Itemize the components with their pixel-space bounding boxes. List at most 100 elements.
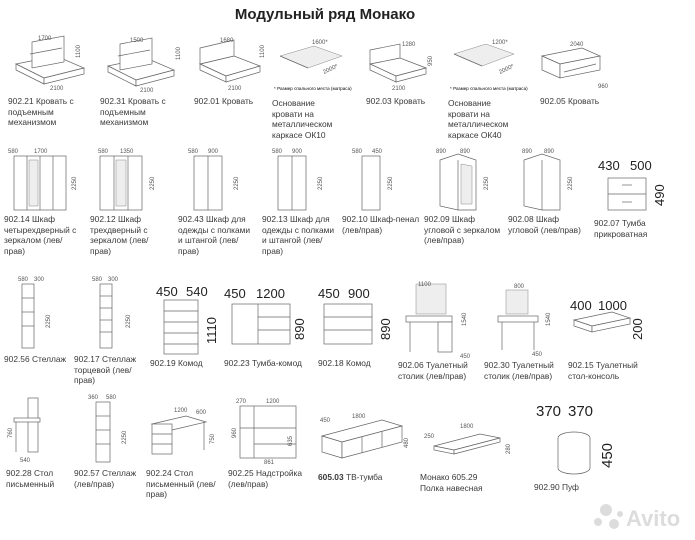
svg-text:2040: 2040 [570,42,584,48]
pouf-drawing: 370 370 450 [536,403,616,475]
catalog-item: 760 540 902.28 Стол письменный [6,392,68,489]
svg-text:890: 890 [436,149,447,155]
shelf-drawing: 360 580 2250 [88,395,128,463]
svg-text:270: 270 [236,399,247,405]
svg-text:1100: 1100 [418,282,432,288]
chest-drawing: 450 1200 890 [224,286,307,345]
catalog-item: 1500 2100 1100 902.31 Кровать с подъемны… [100,34,184,128]
svg-text:580: 580 [188,149,199,155]
catalog-item: 890 890 2250 902.08 Шкаф угловой (лев/пр… [508,146,590,235]
item-caption: 902.14 Шкаф четырехдверный с зеркалом (л… [4,214,77,256]
svg-text:540: 540 [186,284,208,299]
svg-text:1200: 1200 [256,286,285,301]
svg-text:360: 360 [88,395,99,401]
svg-text:2100: 2100 [50,86,64,92]
catalog-item: 1700 2100 1100 902.21 Кровать с подъемны… [8,34,90,128]
svg-text:2000*: 2000* [498,63,515,75]
catalog-item: 450 1800 480 605.03 ТВ-тумба [318,404,412,483]
svg-text:1700: 1700 [34,149,48,155]
svg-text:890: 890 [522,149,533,155]
svg-text:580: 580 [8,149,19,155]
catalog-item: 1200* 2000* * Размер спального места (ма… [448,34,528,140]
item-caption: 902.12 Шкаф трехдверный с зеркалом (лев/… [90,214,149,256]
item-caption: 902.03 Кровать [366,96,426,106]
wall-shelf-drawing: 250 1800 280 [424,424,512,455]
svg-text:1110: 1110 [204,317,219,344]
svg-text:300: 300 [108,277,119,283]
item-caption: 902.09 Шкаф угловой с зеркалом (лев/прав… [424,214,501,245]
catalog-item: 270 1200 960 861 635 902.25 Надстройка (… [228,394,310,489]
svg-text:580: 580 [272,149,283,155]
item-caption: Монако 605.29 Полка навесная [420,472,483,493]
svg-text:580: 580 [98,149,109,155]
corner-wardrobe-drawing: 890 890 2250 [522,149,574,211]
svg-text:250: 250 [424,434,435,440]
svg-text:450: 450 [224,286,246,301]
svg-text:600: 600 [196,410,207,416]
svg-text:750: 750 [210,433,216,444]
svg-text:450: 450 [532,352,543,358]
svg-text:900: 900 [292,149,303,155]
svg-text:2250: 2250 [318,176,324,190]
catalog-item: 580 1700 2250 902.14 Шкаф четырехдверный… [4,146,80,256]
item-caption: 902.06 Туалетный столик (лев/прав) [398,360,468,381]
wardrobe-drawing: 580 1700 2250 [8,149,78,211]
svg-text:2100: 2100 [140,88,154,94]
svg-text:450: 450 [599,443,616,468]
avito-watermark: Avito [594,504,680,531]
catalog-item: 890 890 2250 902.09 Шкаф угловой с зерка… [424,146,506,246]
bed-drawing: 1680 2100 1100 [198,38,266,92]
svg-text:960: 960 [598,84,609,90]
catalog-item: 450 900 890 902.18 Комод [318,280,396,369]
svg-text:2250: 2250 [484,176,490,190]
svg-text:2100: 2100 [228,86,242,92]
svg-text:1800: 1800 [460,424,474,430]
item-caption: 902.23 Тумба-комод [224,358,302,368]
svg-text:* Размер спального места (матр: * Размер спального места (матраса) [450,86,528,91]
wardrobe-drawing: 580 450 2250 [352,149,394,211]
svg-text:540: 540 [20,458,31,464]
svg-text:370: 370 [536,403,561,420]
svg-text:480: 480 [404,437,410,448]
svg-text:580: 580 [92,277,103,283]
corner-wardrobe-drawing: 890 890 2250 [436,149,490,211]
catalog-item: 1200 600 750 902.24 Стол письменный (лев… [146,404,222,500]
catalog-item: 580 900 2250 902.43 Шкаф для одежды с по… [178,146,260,256]
item-caption: 902.28 Стол письменный [6,468,55,489]
tv-stand-drawing: 450 1800 480 [320,414,410,459]
item-caption: 902.19 Комод [150,358,203,368]
svg-text:300: 300 [34,277,45,283]
svg-text:280: 280 [506,443,512,454]
item-caption: 902.31 Кровать с подъемным механизмом [100,96,166,127]
svg-text:370: 370 [568,403,593,420]
chest-drawing: 450 540 1110 [156,284,219,355]
item-caption: 902.13 Шкаф для одежды с полками и штанг… [262,214,335,256]
catalog-item: 360 580 2250 902.57 Стеллаж (лев/прав) [74,392,144,489]
catalog-item: 450 540 1110 902.19 Комод [150,280,224,369]
catalog-item: 580 300 2250 902.56 Стеллаж [4,274,74,365]
catalog-item: 580 900 2250 902.13 Шкаф для одежды с по… [262,146,344,256]
wardrobe-drawing: 580 1350 2250 [98,149,156,211]
svg-text:450: 450 [320,418,331,424]
svg-text:1280: 1280 [402,42,416,48]
item-caption: Основание кровати на металлическом карка… [448,98,509,140]
svg-text:1000: 1000 [598,298,627,313]
svg-text:2100: 2100 [392,86,406,92]
svg-text:900: 900 [348,286,370,301]
svg-text:1200*: 1200* [492,40,508,46]
catalog-item: 450 1200 890 902.23 Тумба-комод [224,280,314,369]
item-caption: 902.18 Комод [318,358,371,368]
item-caption: 902.07 Тумба прикроватная [594,218,648,239]
catalog-item: 1100 1540 450 902.06 Туалетный столик (л… [398,280,478,381]
catalog-item: 800 1540 450 902.30 Туалетный столик (ле… [484,280,564,381]
svg-text:1600*: 1600* [312,40,328,46]
svg-text:1800: 1800 [352,414,366,420]
bed-base-drawing: 1600* 2000* * Размер спального места (ма… [274,40,352,91]
item-caption: 902.43 Шкаф для одежды с полками и штанг… [178,214,251,256]
chest-drawing: 450 900 890 [318,286,393,345]
bed-drawing: 2040 960 [540,42,609,90]
wardrobe-drawing: 580 900 2250 [272,149,324,211]
svg-text:450: 450 [318,286,340,301]
svg-text:2250: 2250 [46,314,52,328]
svg-text:2250: 2250 [122,430,128,444]
